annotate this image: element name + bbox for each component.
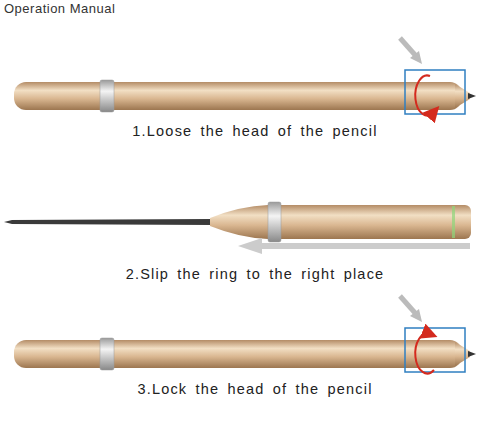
step-caption: 2.Slip the ring to the right place xyxy=(20,266,488,282)
pencil-two xyxy=(4,202,471,254)
manual-title: Operation Manual xyxy=(4,1,115,16)
pencil-one xyxy=(14,38,476,115)
step-caption: 3.Lock the head of the pencil xyxy=(20,381,488,397)
step-caption: 1.Loose the head of the pencil xyxy=(20,123,488,139)
pencil-three xyxy=(14,296,476,373)
